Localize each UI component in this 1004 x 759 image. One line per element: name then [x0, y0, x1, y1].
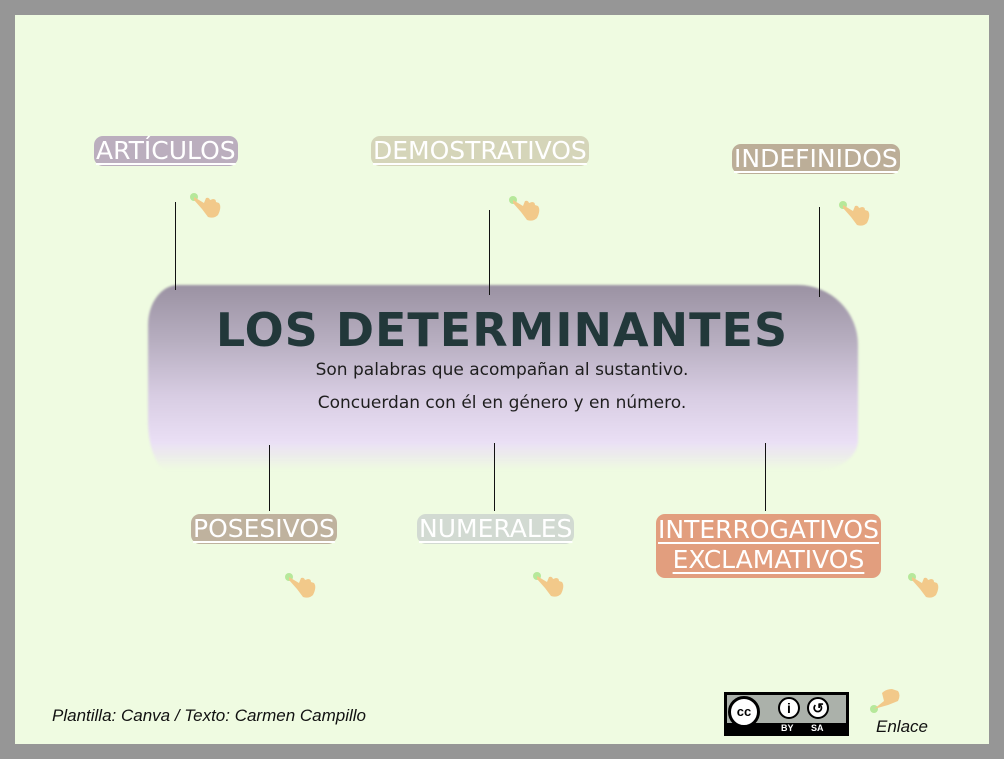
pointing-hand-icon[interactable]: [908, 573, 940, 599]
connector-line: [175, 202, 176, 290]
pointing-hand-icon[interactable]: [509, 196, 541, 222]
slide: ARTÍCULOS DEMOSTRATIVOS INDEFINIDOS POSE…: [15, 15, 989, 744]
box-label-line1: INTERROGATIVOS: [658, 515, 879, 544]
connector-line: [269, 445, 270, 511]
cc-icon: cc: [728, 696, 760, 728]
attribution-icon: i: [778, 697, 800, 719]
pointing-hand-icon[interactable]: [190, 193, 222, 219]
box-posesivos[interactable]: POSESIVOS: [191, 514, 337, 544]
box-articulos[interactable]: ARTÍCULOS: [94, 136, 238, 166]
connector-line: [489, 210, 490, 295]
box-indefinidos[interactable]: INDEFINIDOS: [732, 144, 900, 174]
box-demostrativos[interactable]: DEMOSTRATIVOS: [371, 136, 589, 166]
enlace-link[interactable]: Enlace: [876, 717, 928, 736]
share-alike-icon: ↺: [807, 697, 829, 719]
box-interrogativos-exclamativos[interactable]: INTERROGATIVOS EXCLAMATIVOS: [656, 514, 881, 578]
connector-line: [819, 207, 820, 297]
pointing-hand-icon[interactable]: [839, 201, 871, 227]
pointing-hand-icon[interactable]: [533, 572, 565, 598]
subtitle-line-2: Concuerdan con él en género y en número.: [317, 393, 687, 413]
pointing-hand-icon[interactable]: [870, 687, 902, 713]
page-title: LOS DETERMINANTES: [215, 303, 789, 357]
brush-stroke-background: [148, 285, 858, 470]
credits-text: Plantilla: Canva / Texto: Carmen Campill…: [52, 706, 367, 725]
box-numerales[interactable]: NUMERALES: [417, 514, 575, 544]
connector-line: [765, 443, 766, 511]
box-label-line2: EXCLAMATIVOS: [672, 545, 865, 574]
by-label: BY: [781, 723, 794, 733]
subtitle-line-1: Son palabras que acompañan al sustantivo…: [315, 360, 689, 380]
cc-by-sa-license-badge[interactable]: cc i ↺ BY SA: [724, 692, 849, 736]
pointing-hand-icon[interactable]: [285, 573, 317, 599]
sa-label: SA: [811, 723, 824, 733]
connector-line: [494, 443, 495, 511]
